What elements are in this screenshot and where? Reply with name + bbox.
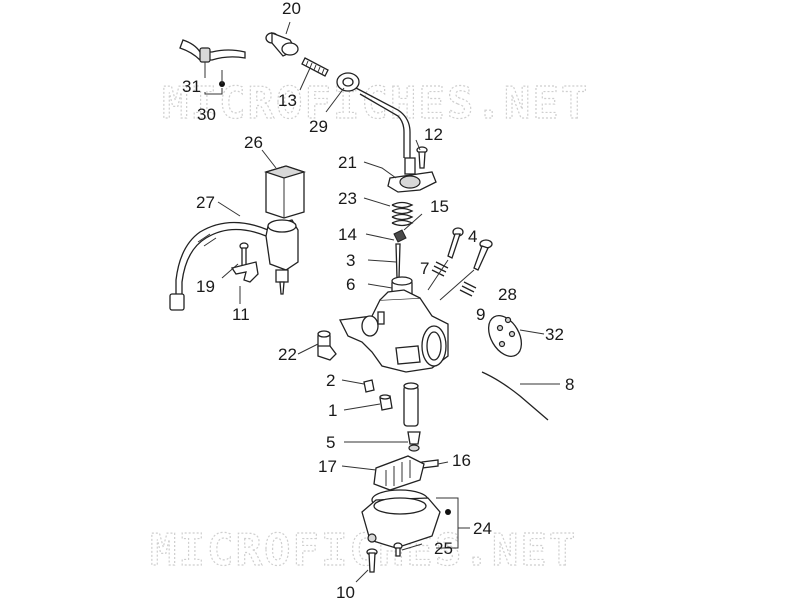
label-5: 5 <box>326 433 335 452</box>
part-screw-25 <box>393 542 403 557</box>
label-11: 11 <box>232 305 250 324</box>
watermark-bottom: MICROFICHES.NET <box>150 525 577 576</box>
part-spring-7 <box>431 261 449 277</box>
label-21: 21 <box>338 153 357 172</box>
part-needle-5 <box>407 431 421 452</box>
leader-lines <box>217 21 560 583</box>
part-screw-4 <box>447 227 464 259</box>
part-jet-2 <box>363 379 375 393</box>
label-20: 20 <box>282 0 301 18</box>
part-gasket-32 <box>487 315 523 357</box>
label-2: 2 <box>326 371 335 390</box>
part-spring-9 <box>459 281 477 297</box>
part-filter-26 <box>264 165 306 219</box>
part-screw-13 <box>301 57 329 77</box>
part-screw-10 <box>366 548 378 573</box>
label-26: 26 <box>244 133 263 152</box>
part-cap-20 <box>265 32 299 57</box>
part-holder <box>403 382 419 427</box>
part-dot-24 <box>445 509 451 515</box>
part-spring-23 <box>391 201 414 227</box>
label-23: 23 <box>338 189 357 208</box>
label-31: 31 <box>182 77 201 96</box>
part-cover-21 <box>387 157 437 193</box>
part-tube-8 <box>481 371 549 421</box>
label-4: 4 <box>468 227 477 246</box>
label-22: 22 <box>278 345 297 364</box>
part-clip-15 <box>393 229 407 243</box>
part-nut-29 <box>336 72 360 92</box>
part-jet-1 <box>379 394 393 411</box>
label-19: 19 <box>196 277 215 296</box>
part-needle-3 <box>395 243 401 279</box>
label-27: 27 <box>196 193 215 212</box>
label-13: 13 <box>278 91 297 110</box>
label-6: 6 <box>346 275 355 294</box>
watermark-top: MICROFICHES.NET <box>162 78 589 129</box>
label-15: 15 <box>430 197 449 216</box>
label-30: 30 <box>197 105 216 124</box>
label-17: 17 <box>318 457 337 476</box>
label-32: 32 <box>545 325 564 344</box>
label-28: 28 <box>498 285 517 304</box>
label-12: 12 <box>424 125 443 144</box>
label-29: 29 <box>309 117 328 136</box>
label-7: 7 <box>420 259 429 278</box>
label-14: 14 <box>338 225 357 244</box>
label-24: 24 <box>473 519 492 538</box>
label-10: 10 <box>336 583 355 600</box>
part-screw-28 <box>473 239 493 271</box>
part-bowl-24 <box>361 489 441 549</box>
label-8: 8 <box>565 375 574 394</box>
label-9: 9 <box>476 305 485 324</box>
part-bracket-11 <box>230 242 259 283</box>
label-25: 25 <box>434 539 453 558</box>
label-1: 1 <box>328 401 337 420</box>
label-3: 3 <box>346 251 355 270</box>
part-hose-31 <box>179 39 246 63</box>
part-carburetor-body <box>339 289 449 373</box>
label-16: 16 <box>452 451 471 470</box>
part-elbow-22 <box>317 330 337 361</box>
part-screw-12 <box>416 146 428 169</box>
part-starter-27 <box>169 219 299 311</box>
part-float-17 <box>373 455 425 491</box>
